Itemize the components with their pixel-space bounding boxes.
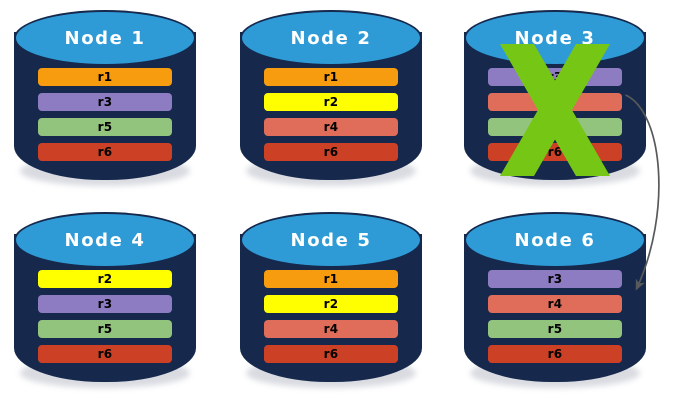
replica-bar-r4[interactable]: r4 <box>488 295 622 313</box>
replica-list: r1 r2 r4 r6 <box>264 270 398 363</box>
node-top-ellipse <box>14 212 196 268</box>
replica-list: r2 r3 r5 r6 <box>38 270 172 363</box>
replica-bar-r3[interactable]: r3 <box>488 270 622 288</box>
replica-bar-r6[interactable]: r6 <box>264 345 398 363</box>
node-top-ellipse <box>240 212 422 268</box>
replica-bar-r6[interactable]: r6 <box>264 143 398 161</box>
replica-list: r3 r4 r5 r6 <box>488 68 622 161</box>
replica-bar-r2[interactable]: r2 <box>264 93 398 111</box>
replica-list: r3 r4 r5 r6 <box>488 270 622 363</box>
replica-bar-r5[interactable]: r5 <box>488 320 622 338</box>
replica-bar-r4[interactable]: r4 <box>264 118 398 136</box>
replica-bar-r4[interactable]: r4 <box>264 320 398 338</box>
replica-bar-r2[interactable]: r2 <box>38 270 172 288</box>
replica-bar-r1[interactable]: r1 <box>264 68 398 86</box>
node-1[interactable]: Node 1 r1 r3 r5 r6 <box>14 10 196 188</box>
replica-bar-r5[interactable]: r5 <box>38 118 172 136</box>
node-3[interactable]: Node 3 r3 r4 r5 r6 <box>464 10 646 188</box>
node-label: Node 3 <box>514 27 596 49</box>
node-label: Node 4 <box>64 229 146 251</box>
replica-bar-r2[interactable]: r2 <box>264 295 398 313</box>
replica-bar-r3[interactable]: r3 <box>38 93 172 111</box>
node-label: Node 5 <box>290 229 372 251</box>
replica-bar-r3[interactable]: r3 <box>488 68 622 86</box>
node-top-ellipse <box>14 10 196 66</box>
node-label: Node 2 <box>290 27 372 49</box>
node-label: Node 1 <box>64 27 146 49</box>
node-2[interactable]: Node 2 r1 r2 r4 r6 <box>240 10 422 188</box>
replica-list: r1 r3 r5 r6 <box>38 68 172 161</box>
replica-bar-r1[interactable]: r1 <box>264 270 398 288</box>
replica-bar-r1[interactable]: r1 <box>38 68 172 86</box>
replica-bar-r5[interactable]: r5 <box>488 118 622 136</box>
replica-bar-r6[interactable]: r6 <box>38 345 172 363</box>
node-5[interactable]: Node 5 r1 r2 r4 r6 <box>240 212 422 390</box>
node-top-ellipse <box>240 10 422 66</box>
replica-bar-r3[interactable]: r3 <box>38 295 172 313</box>
replica-bar-r6[interactable]: r6 <box>488 345 622 363</box>
node-6[interactable]: Node 6 r3 r4 r5 r6 <box>464 212 646 390</box>
replica-list: r1 r2 r4 r6 <box>264 68 398 161</box>
replica-bar-r6[interactable]: r6 <box>488 143 622 161</box>
replica-bar-r4[interactable]: r4 <box>488 93 622 111</box>
node-label: Node 6 <box>514 229 596 251</box>
replica-bar-r6[interactable]: r6 <box>38 143 172 161</box>
replica-bar-r5[interactable]: r5 <box>38 320 172 338</box>
node-4[interactable]: Node 4 r2 r3 r5 r6 <box>14 212 196 390</box>
